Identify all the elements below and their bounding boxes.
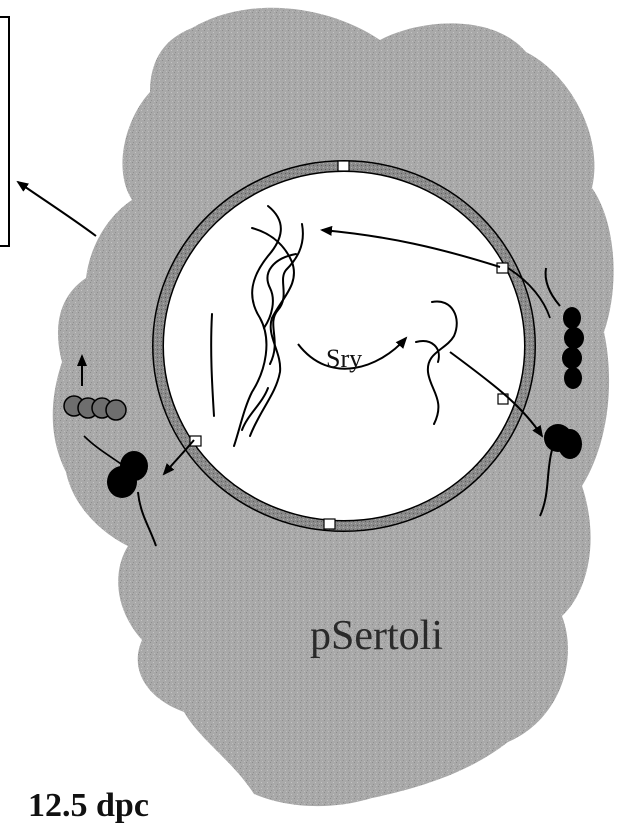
cell-type-label: pSertoli [310,612,443,660]
secretion-arrow [18,182,96,236]
sry-gene-label: Sry [326,344,362,374]
nuclear-pore [497,263,508,273]
nuclear-pore [324,519,335,529]
annotation-box [0,17,9,246]
stage-label: 12.5 dpc [28,787,149,825]
nuclear-pore [190,436,201,446]
nuclear-pore [338,161,349,171]
